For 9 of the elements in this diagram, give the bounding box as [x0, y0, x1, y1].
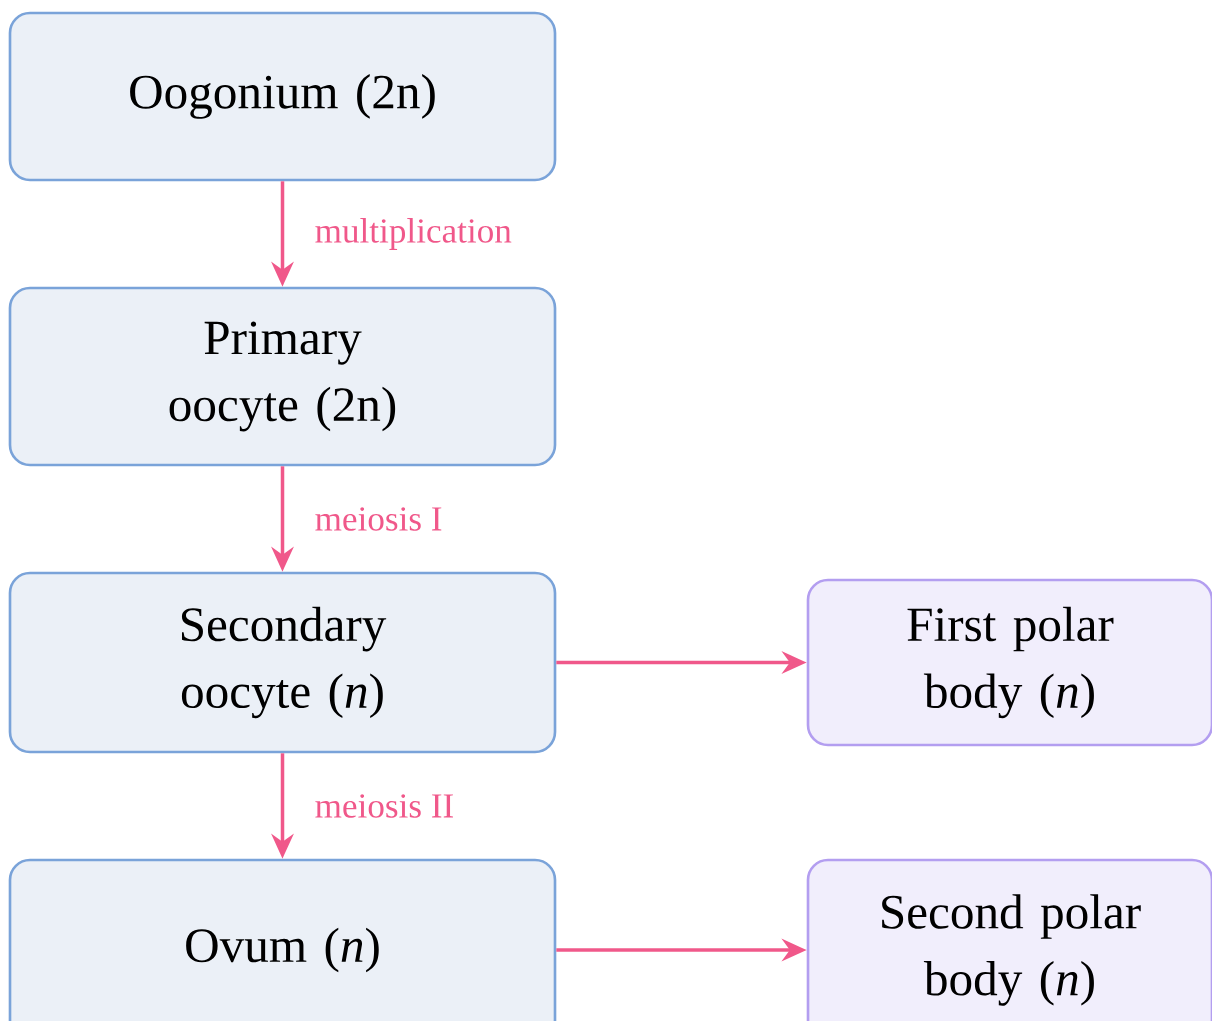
process-box: Ovum (n)	[8, 858, 557, 1021]
edge-label: multiplication	[315, 218, 512, 250]
process-box: Oogonium (2n)	[8, 11, 557, 182]
process-box: First polar body (n)	[806, 578, 1212, 747]
process-box: Second polar body (n)	[806, 858, 1212, 1021]
process-box: Secondary oocyte (n)	[8, 571, 557, 754]
process-box: Primary oocyte (2n)	[8, 286, 557, 467]
edge-label: meiosis II	[315, 794, 453, 818]
edge-label: meiosis I	[315, 507, 442, 531]
